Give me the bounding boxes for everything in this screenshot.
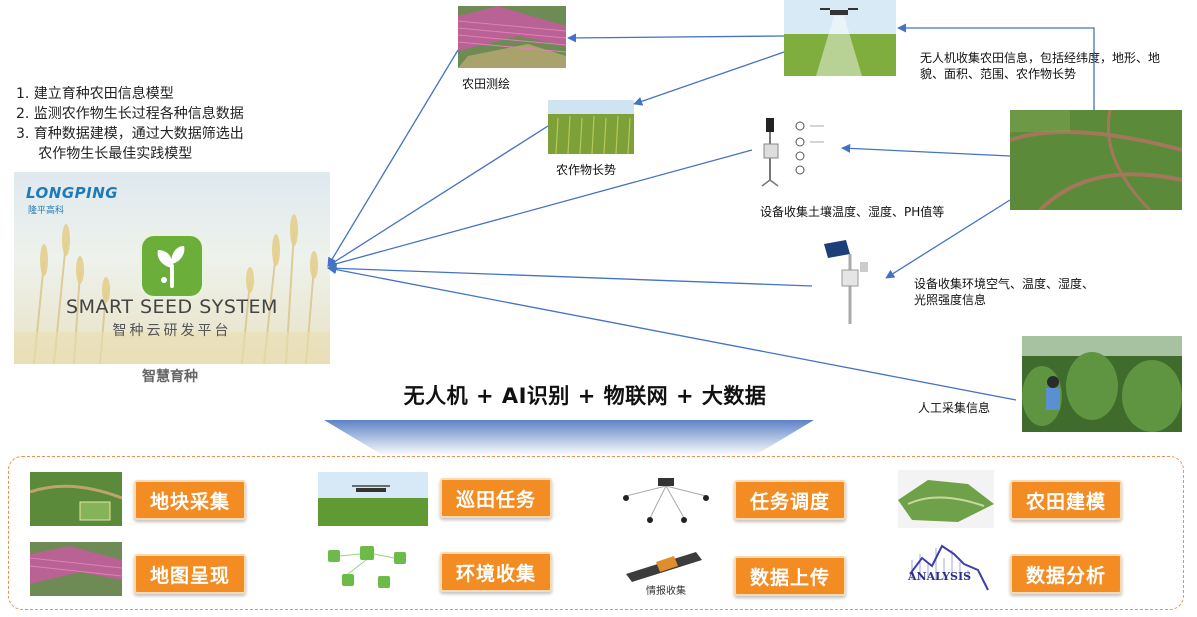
goal-item: 3. 育种数据建模，通过大数据筛选出 [16, 126, 244, 142]
arrow-field-to-soil [841, 143, 1011, 157]
goals-list: 1. 建立育种农田信息模型 2. 监测农作物生长过程各种信息数据 3. 育种数据… [16, 84, 244, 164]
arrow-growth-to-platform [327, 125, 549, 267]
caption-env-device: 设备收集环境空气、温度、湿度、光照强度信息 [914, 277, 1095, 307]
function-patrol-task-button[interactable]: 巡田任务 [440, 478, 552, 518]
arrow-mapping-to-platform [327, 49, 459, 267]
data-analysis-image: ANALYSIS [902, 540, 994, 596]
function-farmland-model-button[interactable]: 农田建模 [1010, 480, 1122, 520]
function-plot-collect-button[interactable]: 地块采集 [134, 480, 246, 520]
funnel-shape [324, 420, 814, 456]
caption-crop-growth: 农作物长势 [556, 163, 617, 177]
function-data-analysis-button[interactable]: 数据分析 [1010, 554, 1122, 594]
wheat-background [14, 214, 330, 364]
patrol-task-image [318, 472, 428, 526]
analysis-thumb-label: ANALYSIS [908, 570, 972, 583]
function-map-display-button[interactable]: 地图呈现 [134, 554, 246, 594]
task-dispatch-image [612, 468, 720, 530]
weather-station-image [816, 240, 880, 324]
system-subtitle: 智种云研发平台 [112, 323, 232, 339]
brand-logo: LONGPING [26, 184, 119, 202]
data-upload-image: 情报收集 [616, 544, 712, 596]
arrow-drone-to-growth [633, 51, 785, 106]
drone-image [784, 0, 896, 76]
brand-sub: 隆平高科 [28, 206, 65, 216]
function-panel [8, 456, 1184, 610]
goal-item: 1. 建立育种农田信息模型 [16, 86, 174, 102]
function-env-collect-button[interactable]: 环境收集 [440, 552, 552, 592]
map-display-image [30, 542, 122, 596]
arrow-soil-to-platform [327, 149, 753, 269]
farmland-mapping-image [458, 6, 566, 68]
upload-thumb-label: 情报收集 [646, 586, 686, 596]
caption-soil-device: 设备收集土壤温度、湿度、PH值等 [760, 205, 945, 219]
arrow-env-to-platform [327, 263, 813, 287]
tech-formula: 无人机 + AI识别 + 物联网 + 大数据 [403, 384, 767, 408]
function-data-upload-button[interactable]: 数据上传 [734, 556, 846, 596]
field-aerial-image [1010, 110, 1182, 210]
env-collect-image [320, 540, 422, 598]
platform-caption: 智慧育种 [142, 369, 198, 385]
goal-item: 2. 监测农作物生长过程各种信息数据 [16, 106, 244, 122]
soil-device-image [758, 114, 840, 188]
system-name: SMART SEED SYSTEM [66, 296, 278, 318]
arrow-drone-to-mapping [567, 33, 785, 43]
smart-seed-platform: LONGPING 隆平高科 SMART SEED SYSTEM 智种云研发平台 [14, 172, 330, 364]
plot-collect-image [30, 472, 122, 526]
crop-growth-image [548, 100, 634, 154]
caption-manual-collect: 人工采集信息 [918, 401, 991, 415]
manual-collect-image [1022, 336, 1182, 432]
seedling-icon [142, 236, 202, 296]
caption-farmland-mapping: 农田测绘 [462, 77, 511, 91]
function-task-dispatch-button[interactable]: 任务调度 [734, 480, 846, 520]
goal-item: 农作物生长最佳实践模型 [16, 146, 193, 162]
farmland-model-image [898, 470, 994, 528]
caption-drone-collect: 无人机收集农田信息，包括经纬度，地形、地貌、面积、范围、农作物长势 [920, 51, 1161, 81]
